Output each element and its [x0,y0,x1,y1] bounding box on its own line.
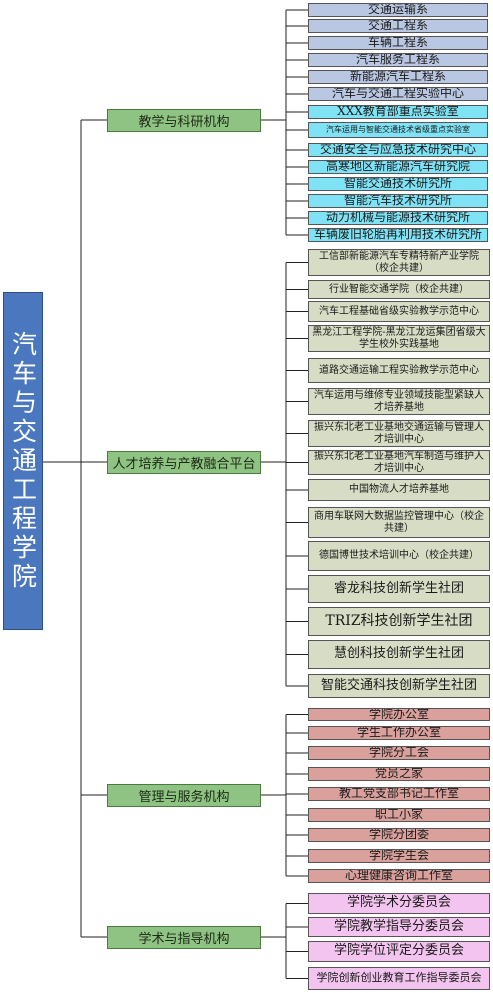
unit-node: 商用车联网大数据监控管理中心（校企共建） [308,507,490,538]
unit-node: 智能交通科技创新学生社团 [308,674,490,698]
unit-node: 车辆工程系 [308,36,488,50]
unit-node: 睿龙科技创新学生社团 [308,575,490,603]
unit-node: 智能交通技术研究所 [308,177,488,191]
unit-node: 汽车与交通工程实验中心 [308,87,488,101]
unit-node: 黑龙江工程学院-黑龙江龙运集团省级大学生校外实践基地 [308,325,490,352]
unit-node: 动力机械与能源技术研究所 [308,211,488,225]
unit-node: 心理健康咨询工作室 [308,869,490,883]
unit-node: 振兴东北老工业基地交通运输与管理人才培训中心 [308,420,490,447]
unit-node: 智能汽车技术研究所 [308,194,488,208]
unit-node: XXX教育部重点实验室 [308,105,488,119]
unit-node: 学院分团委 [308,828,490,842]
unit-node: 德国博世技术培训中心（校企共建） [308,541,490,571]
unit-node: 学院创新创业教育工作指导委员会 [308,967,490,990]
unit-node: 车辆废旧轮胎再利用技术研究所 [308,228,488,242]
unit-node: 汽车服务工程系 [308,53,488,67]
unit-node: 学院学位评定分委员会 [308,941,490,962]
unit-node: 行业智能交通学院（校企共建） [308,280,490,299]
unit-node: 学院学术分委员会 [308,893,490,914]
unit-node: 交通工程系 [308,19,488,33]
unit-node: 交通安全与应急技术研究中心 [308,143,488,157]
unit-node: 道路交通运输工程实验教学示范中心 [308,358,490,383]
unit-node: TRIZ科技创新学生社团 [308,607,490,636]
unit-node: 工信部新能源汽车专精特新产业学院（校企共建） [308,249,490,276]
unit-node: 汽车运用与维修专业领域技能型紧缺人才培养基地 [308,388,490,415]
unit-node: 新能源汽车工程系 [308,70,488,84]
unit-node: 振兴东北老工业基地汽车制造与维护人才培训中心 [308,450,490,475]
unit-node: 学院办公室 [308,708,490,721]
unit-node: 学生工作办公室 [308,726,490,740]
unit-node: 学院教学指导分委员会 [308,917,490,937]
unit-node: 学院分工会 [308,746,490,760]
unit-node: 交通运输系 [308,3,488,17]
category-node: 学术与指导机构 [107,926,261,949]
unit-node: 教工党支部书记工作室 [308,787,490,801]
unit-node: 学院学生会 [308,849,490,863]
category-node: 人才培养与产教融合平台 [107,451,261,474]
category-node: 教学与科研机构 [107,109,261,132]
root-node: 汽车与交通工程学院 [3,292,43,630]
unit-node: 汽车工程基础省级实验教学示范中心 [308,301,490,322]
unit-node: 党员之家 [308,767,490,781]
category-node: 管理与服务机构 [107,784,261,807]
root-title: 汽车与交通工程学院 [8,330,38,592]
unit-node: 高寒地区新能源汽车研究院 [308,160,488,174]
unit-node: 汽车运用与智能交通技术省级重点实验室 [308,122,488,138]
unit-node: 慧创科技创新学生社团 [308,640,490,669]
unit-node: 中国物流人才培养基地 [308,479,490,501]
unit-node: 职工小家 [308,808,490,822]
